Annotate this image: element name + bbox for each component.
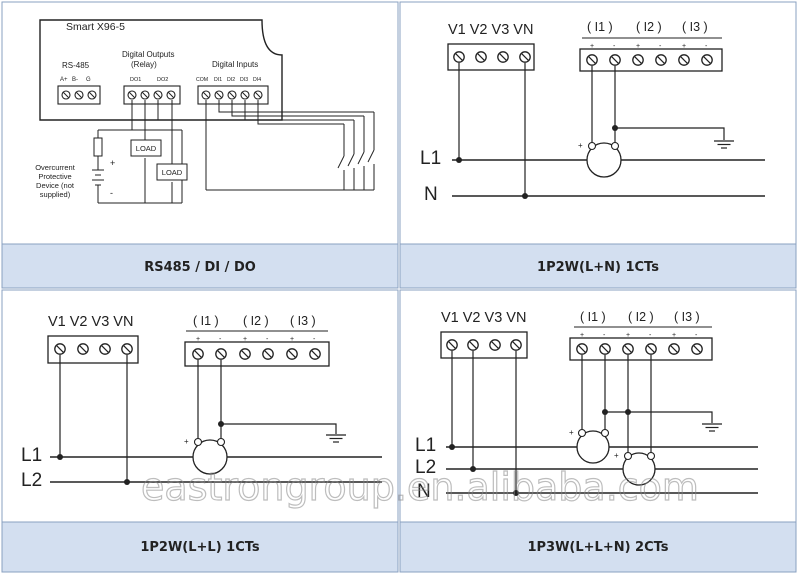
ct-sign: -	[659, 43, 662, 50]
overcurrent-text-3: Device (not	[36, 181, 75, 190]
ct-sign: +	[626, 332, 630, 339]
di2-pin-label: DI2	[227, 77, 235, 83]
overcurrent-text-4: supplied)	[40, 190, 71, 199]
di1-pin-label: DI1	[214, 77, 222, 83]
panel-1p3w-lln: V1 V2 V3 VN ( I1 ) ( I2 ) ( I3 ) + - + -…	[415, 310, 758, 502]
wiring	[50, 355, 382, 483]
current-transformer-icon	[586, 142, 622, 178]
panel-rs485-di-do: Smart X96-5 RS-485 A+ B- G Digital Outpu…	[35, 19, 375, 204]
caption-1p3w-lln: 1P3W(L+L+N) 2CTs	[527, 540, 668, 555]
caption-bar-3	[1, 521, 399, 573]
ct-label-i3: ( I3 )	[290, 314, 316, 328]
ct-sign: -	[649, 332, 652, 339]
ct-sign: +	[636, 43, 640, 50]
ct-sign: +	[590, 43, 594, 50]
rs485-pin-a: A+	[60, 77, 68, 83]
ct-label-i1: ( I1 )	[193, 314, 219, 328]
line-label-l1: L1	[420, 148, 441, 169]
ct-sign: +	[682, 43, 686, 50]
ct-polarity-plus: +	[578, 141, 583, 150]
caption-rs485-di-do: RS485 / DI / DO	[144, 260, 256, 275]
ct-sign: -	[603, 332, 606, 339]
voltage-terminal-labels: V1 V2 V3 VN	[448, 22, 533, 38]
relay-label: (Relay)	[131, 60, 157, 69]
line-label-l1: L1	[415, 435, 436, 456]
load-box-1	[130, 139, 162, 157]
ct-label-i2: ( I2 )	[628, 310, 654, 324]
line-label-n: N	[424, 184, 438, 205]
supply-minus-sign: -	[110, 188, 113, 198]
current-terminal-block	[184, 341, 330, 367]
ct-label-i3: ( I3 )	[682, 20, 708, 34]
digital-input-wiring	[205, 100, 375, 191]
ct-sign: -	[266, 336, 269, 343]
ct-sign: -	[313, 336, 316, 343]
ct-polarity-plus: +	[569, 428, 574, 437]
rs485-label: RS-485	[62, 61, 90, 70]
overcurrent-text-1: Overcurrent	[35, 163, 76, 172]
do2-pin-label: DO2	[157, 77, 168, 83]
voltage-terminal-labels: V1 V2 V3 VN	[48, 314, 133, 330]
line-label-l1: L1	[21, 445, 42, 466]
ct-sign: +	[290, 336, 294, 343]
rs485-pin-b: B-	[72, 77, 78, 83]
di4-pin-label: DI4	[253, 77, 261, 83]
ct-label-i1: ( I1 )	[580, 310, 606, 324]
load-label-2: LOAD	[162, 168, 183, 177]
ct-sign: +	[672, 332, 676, 339]
digital-output-terminal-block	[123, 85, 181, 105]
load-label-1: LOAD	[136, 144, 157, 153]
digital-inputs-label: Digital Inputs	[212, 60, 258, 69]
ct-label-i2: ( I2 )	[636, 20, 662, 34]
digital-outputs-label: Digital Outputs	[122, 50, 174, 59]
panel-1p2w-ll: V1 V2 V3 VN ( I1 ) ( I2 ) ( I3 ) + - + -…	[21, 314, 382, 491]
do1-pin-label: DO1	[130, 77, 141, 83]
overcurrent-text-2: Protective	[38, 172, 71, 181]
panel-1p2w-ln: V1 V2 V3 VN ( I1 ) ( I2 ) ( I3 ) + - + -…	[420, 20, 765, 205]
current-terminal-block	[569, 337, 713, 361]
di-com-pin-label: COM	[196, 77, 208, 83]
caption-bar-2	[399, 243, 797, 289]
ct-sign: +	[243, 336, 247, 343]
current-transformer-2-icon	[622, 452, 656, 486]
ct-label-i3: ( I3 )	[674, 310, 700, 324]
ct-sign: -	[219, 336, 222, 343]
caption-bar-1	[1, 243, 399, 289]
line-label-n: N	[417, 481, 431, 502]
supply-plus-sign: +	[110, 158, 115, 168]
di3-pin-label: DI3	[240, 77, 248, 83]
caption-1p2w-ll: 1P2W(L+L) 1CTs	[140, 540, 260, 555]
ct-polarity-plus: +	[614, 451, 619, 460]
load-box-2	[156, 163, 188, 181]
ct-sign: +	[196, 336, 200, 343]
current-transformer-1-icon	[576, 430, 610, 464]
ct-sign: -	[695, 332, 698, 339]
ct-sign: +	[580, 332, 584, 339]
meter-title: Smart X96-5	[66, 21, 125, 33]
ct-label-i2: ( I2 )	[243, 314, 269, 328]
line-label-l2: L2	[21, 470, 42, 491]
voltage-terminal-labels: V1 V2 V3 VN	[441, 310, 526, 326]
current-transformer-icon	[192, 439, 228, 475]
rs485-pin-g: G	[86, 77, 91, 83]
ct-label-i1: ( I1 )	[587, 20, 613, 34]
ct-sign: -	[705, 43, 708, 50]
watermark-text: eastrongroup.en.alibaba.com	[141, 465, 699, 509]
line-label-l2: L2	[415, 457, 436, 478]
caption-bar-4	[399, 521, 797, 573]
relay-output-wiring	[92, 100, 183, 204]
caption-1p2w-ln: 1P2W(L+N) 1CTs	[537, 260, 659, 275]
ct-polarity-plus: +	[184, 437, 189, 446]
wiring	[446, 351, 758, 494]
meter-body-outline	[39, 19, 283, 121]
current-terminal-block	[579, 48, 723, 72]
ct-sign: -	[613, 43, 616, 50]
